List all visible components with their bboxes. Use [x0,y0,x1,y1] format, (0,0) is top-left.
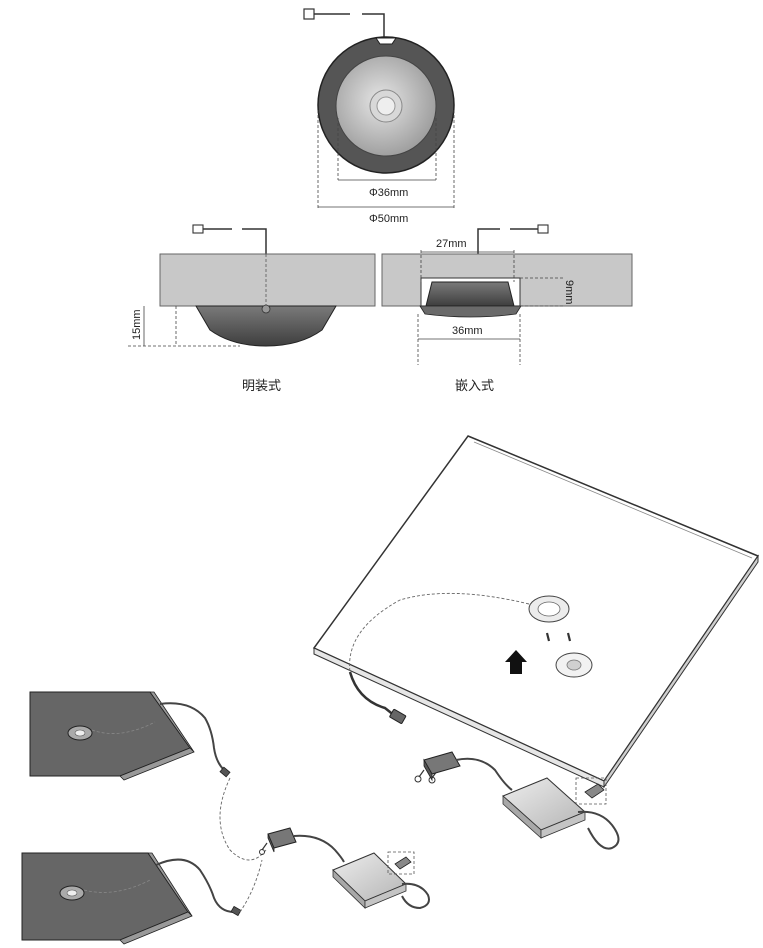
recessed-width-label: 36mm [452,325,483,337]
panel-install-illustration [312,435,760,789]
recessed-mount-cable [477,224,549,254]
left-board-top [29,691,231,781]
top-view-dimensions [317,110,455,208]
top-view-cable [303,8,385,40]
left-board-bottom [21,852,242,945]
top-view: Φ36mm Φ50mm [303,8,455,225]
recessed-depth-label: 9mm [563,280,575,304]
surface-mount-cable [192,224,267,254]
left-driver-assembly [219,777,430,913]
recessed-mount-view: 27mm 9mm 36mm 嵌入式 [381,224,633,394]
inner-diameter-label: Φ36mm [369,187,408,199]
panel-connector [389,708,407,724]
recessed-mount-caption: 嵌入式 [455,379,494,394]
surface-mount-view: 15mm 明装式 [128,224,376,394]
insert-arrow-icon [505,650,527,674]
surface-mount-light [195,305,337,347]
recessed-mount-light [425,281,515,307]
surface-mount-caption: 明装式 [242,379,281,394]
surface-mount-board [159,253,376,307]
outer-diameter-label: Φ50mm [369,213,408,225]
surface-height-label: 15mm [131,309,143,340]
right-driver-assembly [414,751,620,850]
recessed-cutout-label: 27mm [436,238,467,250]
